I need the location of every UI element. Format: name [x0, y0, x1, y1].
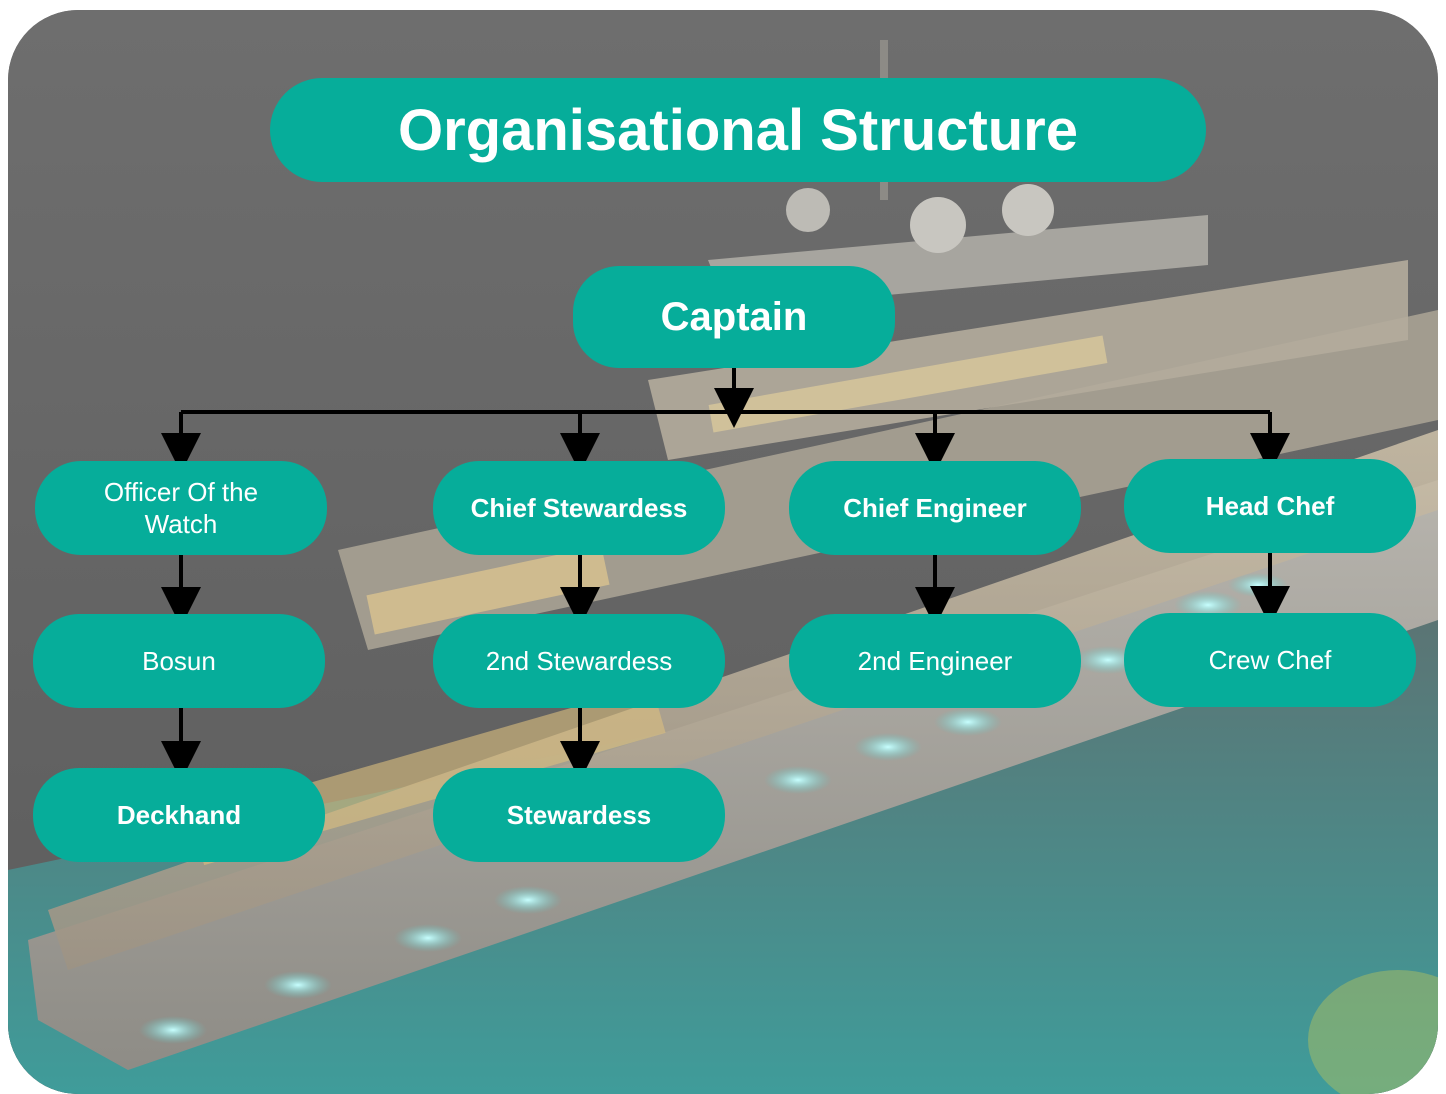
node-deckhand: Deckhand [33, 768, 325, 862]
node-bosun: Bosun [33, 614, 325, 708]
node-crew-chef: Crew Chef [1124, 613, 1416, 707]
chart-frame: Organisational Structure Captain Officer… [8, 10, 1438, 1094]
node-2nd-engineer: 2nd Engineer [789, 614, 1081, 708]
node-stewardess: Stewardess [433, 768, 725, 862]
node-officer-of-the-watch: Officer Of the Watch [35, 461, 327, 555]
connector-lines [161, 368, 1290, 781]
chart-title: Organisational Structure [270, 78, 1206, 182]
node-head-chef: Head Chef [1124, 459, 1416, 553]
node-chief-engineer: Chief Engineer [789, 461, 1081, 555]
node-captain: Captain [573, 266, 895, 368]
node-2nd-stewardess: 2nd Stewardess [433, 614, 725, 708]
node-chief-stewardess: Chief Stewardess [433, 461, 725, 555]
